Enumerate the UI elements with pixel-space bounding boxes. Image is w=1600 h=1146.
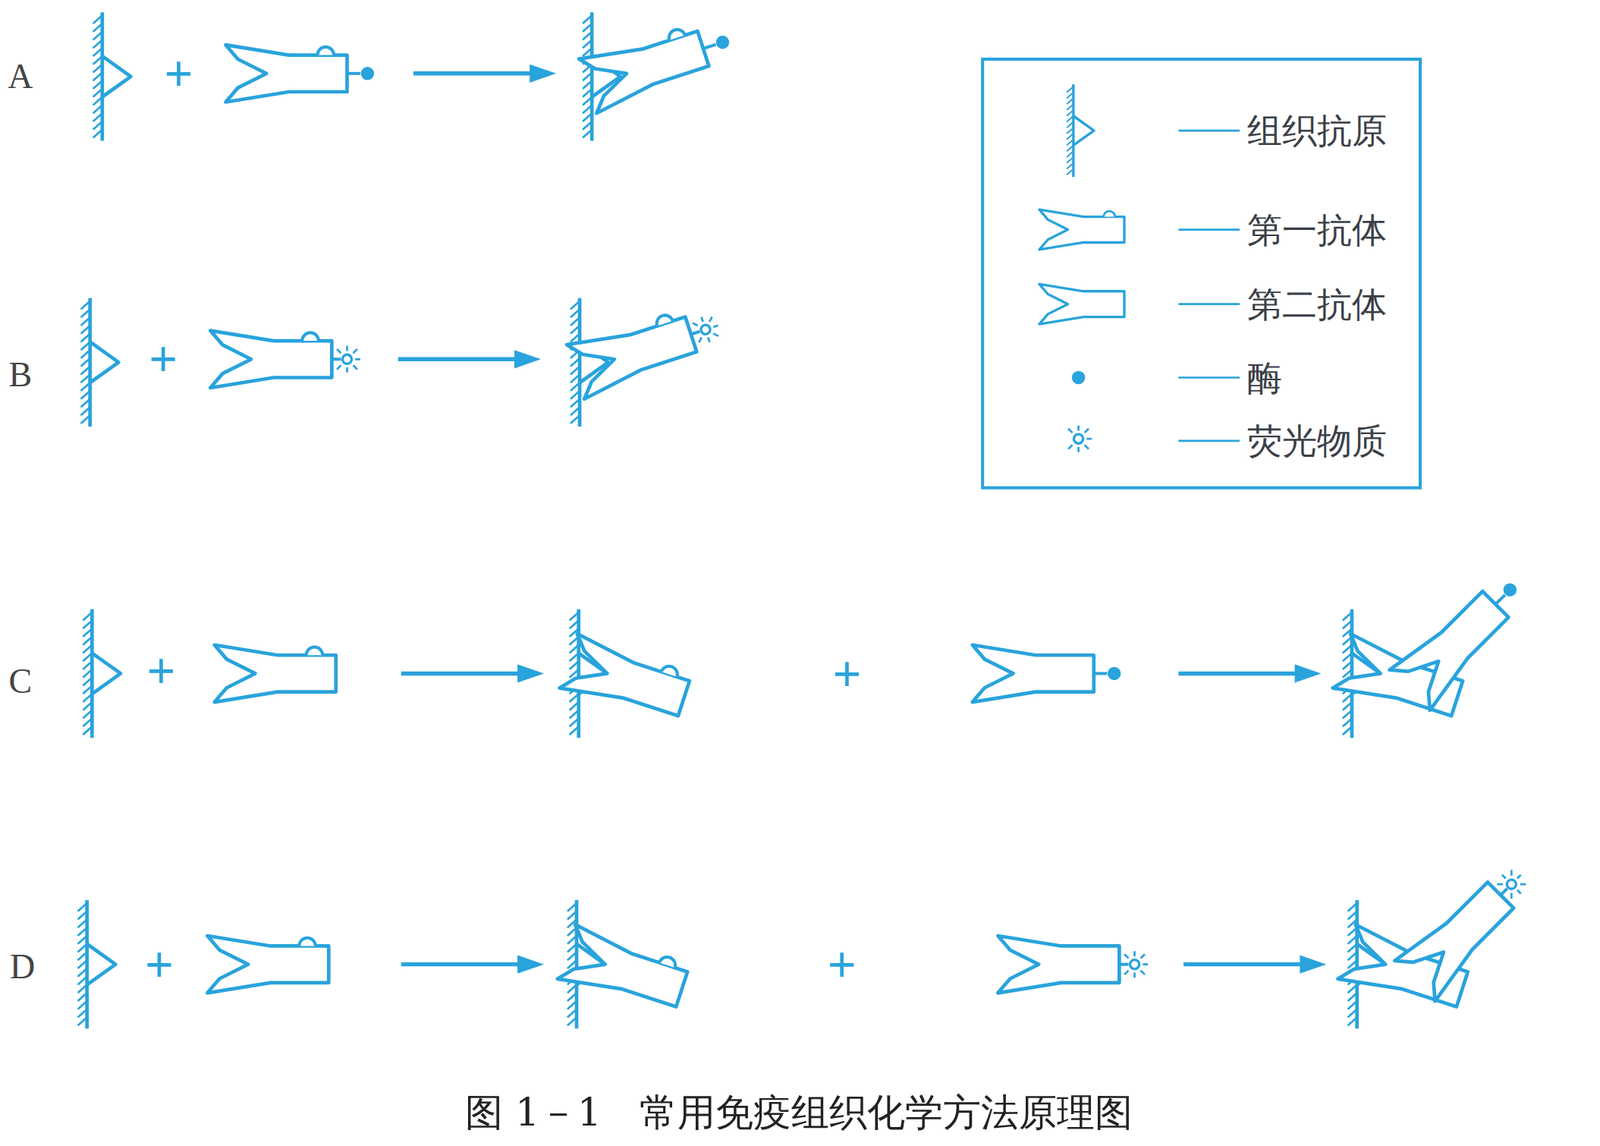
row-letter: A	[7, 57, 33, 97]
plus-sign: +	[144, 937, 173, 991]
figure-caption: 图 1－1 常用免疫组织化学方法原理图	[465, 1091, 1133, 1134]
plus-sign: +	[827, 937, 856, 991]
legend-box	[982, 59, 1421, 488]
legend-text: 第一抗体	[1247, 210, 1387, 249]
row-b-figure	[81, 298, 728, 427]
legend-text: 第二抗体	[1247, 285, 1387, 324]
row-letter: C	[9, 662, 33, 701]
plus-sign: +	[147, 643, 176, 697]
plus-sign: +	[149, 332, 178, 386]
legend-text: 组织抗原	[1247, 111, 1387, 151]
legend-text: 酶	[1247, 358, 1283, 397]
row-letter: D	[9, 946, 35, 986]
legend-text: 荧光物质	[1247, 421, 1387, 461]
row-a-figure	[93, 12, 739, 141]
row-letter: B	[9, 355, 33, 394]
plus-sign: +	[164, 47, 193, 101]
row-d-figure	[78, 854, 1542, 1028]
row-c-figure	[82, 564, 1535, 738]
plus-sign: +	[833, 647, 862, 701]
